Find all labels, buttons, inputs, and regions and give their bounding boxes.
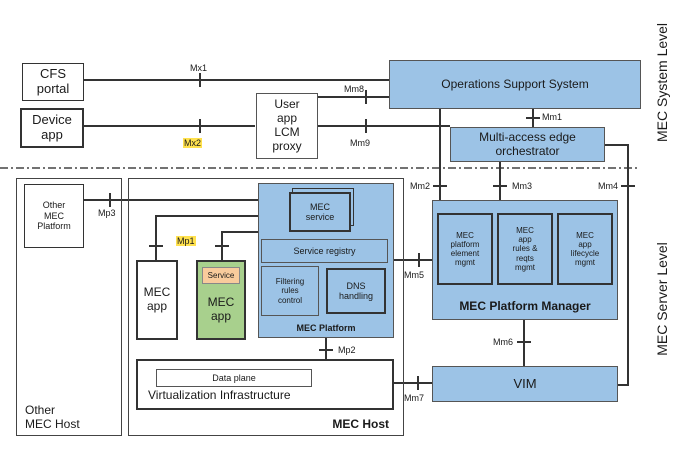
ref-mm4: Mm4	[598, 181, 618, 191]
ref-mm6: Mm6	[493, 337, 513, 347]
other-mec-host: Other MEC Host	[16, 178, 122, 436]
ref-mm7: Mm7	[404, 393, 424, 403]
mec-app-label: MEC app	[207, 295, 235, 323]
ref-mm1: Mm1	[542, 112, 562, 122]
server-level-label: MEC Server Level	[654, 242, 670, 356]
service-registry: Service registry	[261, 239, 388, 263]
virtualization-infrastructure-label: Virtualization Infrastructure	[148, 388, 291, 403]
mec-app: MEC app	[136, 260, 178, 340]
mec-service: MEC service	[289, 192, 351, 232]
mec-app-with-service: Service MEC app	[196, 260, 246, 340]
other-mec-platform: Other MEC Platform	[24, 184, 84, 248]
device-app: Device app	[20, 108, 84, 148]
mec-host-label: MEC Host	[332, 417, 389, 432]
operations-support-system: Operations Support System	[389, 60, 641, 109]
cfs-portal: CFS portal	[22, 63, 84, 101]
user-app-lcm-proxy: User app LCM proxy	[256, 93, 318, 159]
ref-mp3: Mp3	[98, 208, 116, 218]
app-lifecycle-mgmt: MEC app lifecycle mgmt	[557, 213, 613, 285]
ref-mx2: Mx2	[183, 138, 203, 148]
ref-mp2: Mp2	[338, 345, 356, 355]
ref-mm9: Mm9	[350, 138, 370, 148]
data-plane: Data plane	[156, 369, 312, 387]
service-box: Service	[202, 267, 240, 284]
dns-handling: DNS handling	[326, 268, 386, 314]
ref-mm8: Mm8	[344, 84, 364, 94]
ref-mm2: Mm2	[410, 181, 430, 191]
app-rules-reqts-mgmt: MEC app rules & reqts mgmt	[497, 213, 553, 285]
ref-mp1: Mp1	[176, 236, 196, 246]
mec-platform-manager-label: MEC Platform Manager	[459, 299, 591, 314]
ref-mm5: Mm5	[404, 270, 424, 280]
filtering-rules-control: Filtering rules control	[261, 266, 319, 316]
other-mec-host-label: Other MEC Host	[25, 403, 80, 432]
ref-mx1: Mx1	[190, 63, 208, 73]
vim: VIM	[432, 366, 618, 402]
mec-platform-label: MEC Platform	[296, 322, 356, 333]
mec-host: MEC Host	[128, 178, 404, 436]
ref-mm3: Mm3	[512, 181, 532, 191]
platform-element-mgmt: MEC platform element mgmt	[437, 213, 493, 285]
system-level-label: MEC System Level	[654, 22, 670, 142]
multi-access-edge-orchestrator: Multi-access edge orchestrator	[450, 127, 605, 162]
